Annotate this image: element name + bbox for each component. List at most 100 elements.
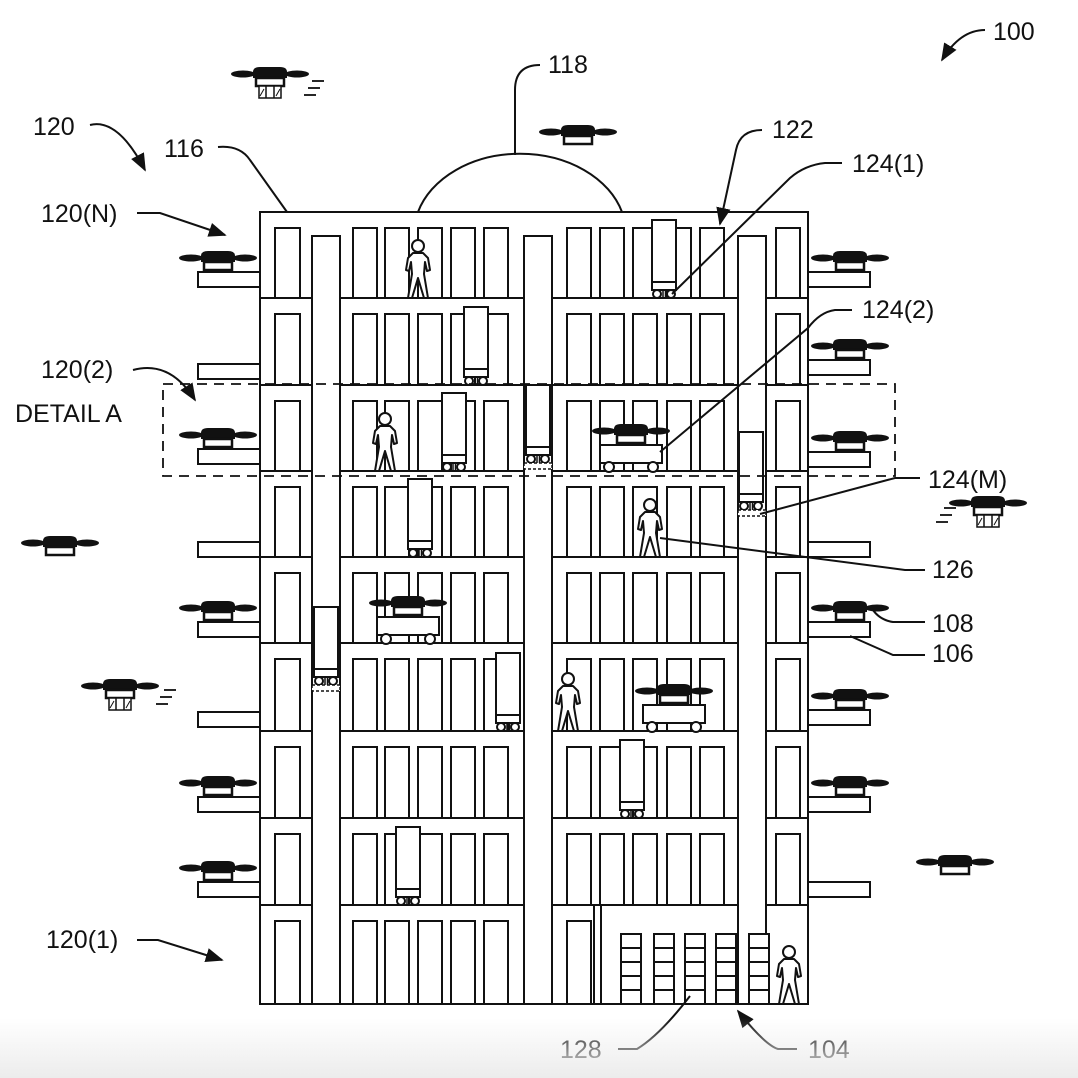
label-100: 100 bbox=[993, 18, 1035, 46]
landing-platform bbox=[807, 881, 871, 898]
window bbox=[384, 227, 410, 299]
window bbox=[666, 833, 692, 906]
window bbox=[274, 486, 301, 558]
window bbox=[666, 746, 692, 819]
window bbox=[599, 658, 625, 732]
landing-platform bbox=[807, 621, 871, 638]
window bbox=[274, 833, 301, 906]
delivery-robot-icon bbox=[463, 306, 489, 386]
window bbox=[666, 313, 692, 386]
landing-platform bbox=[197, 711, 261, 728]
leader-120-1 bbox=[137, 939, 224, 963]
label-124m: 124(M) bbox=[928, 466, 1007, 494]
locker-unit bbox=[684, 933, 706, 1005]
window bbox=[666, 486, 692, 558]
delivery-robot-icon bbox=[619, 739, 645, 819]
leader-124m bbox=[759, 477, 920, 515]
uav-drone-icon bbox=[949, 496, 1027, 527]
window bbox=[666, 572, 692, 644]
uav-drone-icon bbox=[177, 426, 259, 449]
uav-drone-icon bbox=[177, 859, 259, 882]
uav-drone-icon bbox=[19, 534, 101, 557]
leader-120 bbox=[89, 123, 146, 172]
uav-drone-icon bbox=[81, 679, 159, 710]
building bbox=[259, 152, 809, 1005]
window bbox=[352, 920, 378, 1005]
uav-drone-icon bbox=[537, 123, 619, 146]
detail-a-label: DETAIL A bbox=[15, 400, 122, 428]
window bbox=[699, 833, 725, 906]
leader-126 bbox=[659, 537, 925, 571]
window bbox=[274, 658, 301, 732]
landing-platform bbox=[807, 359, 871, 376]
label-128: 128 bbox=[560, 1036, 602, 1064]
window bbox=[274, 920, 301, 1005]
uav-drone-icon bbox=[177, 249, 259, 272]
delivery-robot-icon bbox=[651, 219, 677, 299]
window bbox=[384, 313, 410, 386]
leader-120-2 bbox=[132, 367, 196, 402]
window bbox=[417, 920, 443, 1005]
locker-icon bbox=[748, 933, 770, 1005]
label-124-2: 124(2) bbox=[862, 296, 934, 324]
label-104: 104 bbox=[808, 1036, 850, 1064]
delivery-robot-icon bbox=[407, 478, 433, 558]
window bbox=[483, 833, 509, 906]
window bbox=[450, 572, 476, 644]
uav-drone-icon bbox=[809, 687, 891, 710]
window bbox=[274, 746, 301, 819]
window bbox=[384, 486, 410, 558]
landing-platform bbox=[807, 709, 871, 726]
label-120: 120 bbox=[33, 113, 75, 141]
building-contents bbox=[197, 219, 871, 1005]
landing-platform bbox=[807, 271, 871, 288]
landing-platform bbox=[197, 796, 261, 813]
label-106: 106 bbox=[932, 640, 974, 668]
window bbox=[384, 658, 410, 732]
window bbox=[699, 227, 725, 299]
label-118: 118 bbox=[548, 51, 588, 79]
label-120-2: 120(2) bbox=[41, 356, 113, 384]
window bbox=[566, 400, 592, 472]
window bbox=[450, 833, 476, 906]
window bbox=[775, 227, 801, 299]
window bbox=[566, 920, 592, 1005]
window bbox=[699, 400, 725, 472]
label-124-1: 124(1) bbox=[852, 150, 924, 178]
window bbox=[417, 746, 443, 819]
label-126: 126 bbox=[932, 556, 974, 584]
landing-platform bbox=[807, 541, 871, 558]
shaft-2 bbox=[523, 235, 553, 1005]
landing-platform bbox=[197, 448, 261, 465]
window bbox=[352, 658, 378, 732]
delivery-robot-icon bbox=[525, 384, 551, 464]
window bbox=[450, 227, 476, 299]
window bbox=[450, 746, 476, 819]
window bbox=[483, 227, 509, 299]
locker-icon bbox=[684, 933, 706, 1005]
window bbox=[384, 746, 410, 819]
landing-platform bbox=[807, 796, 871, 813]
elevator-platform bbox=[523, 462, 553, 470]
locker-unit bbox=[748, 933, 770, 1005]
dome bbox=[417, 152, 623, 213]
leader-124-1 bbox=[671, 162, 842, 295]
window bbox=[352, 400, 378, 472]
label-122: 122 bbox=[772, 116, 814, 144]
landing-platform bbox=[197, 363, 261, 380]
window bbox=[566, 746, 592, 819]
window bbox=[352, 833, 378, 906]
window bbox=[775, 833, 801, 906]
window bbox=[775, 313, 801, 386]
window bbox=[352, 572, 378, 644]
window bbox=[483, 746, 509, 819]
window bbox=[632, 833, 658, 906]
window bbox=[775, 746, 801, 819]
locker-unit bbox=[620, 933, 642, 1005]
window bbox=[352, 486, 378, 558]
leader-106 bbox=[849, 635, 925, 656]
window bbox=[274, 572, 301, 644]
uav-drone-icon bbox=[809, 774, 891, 797]
window bbox=[274, 400, 301, 472]
window bbox=[352, 746, 378, 819]
